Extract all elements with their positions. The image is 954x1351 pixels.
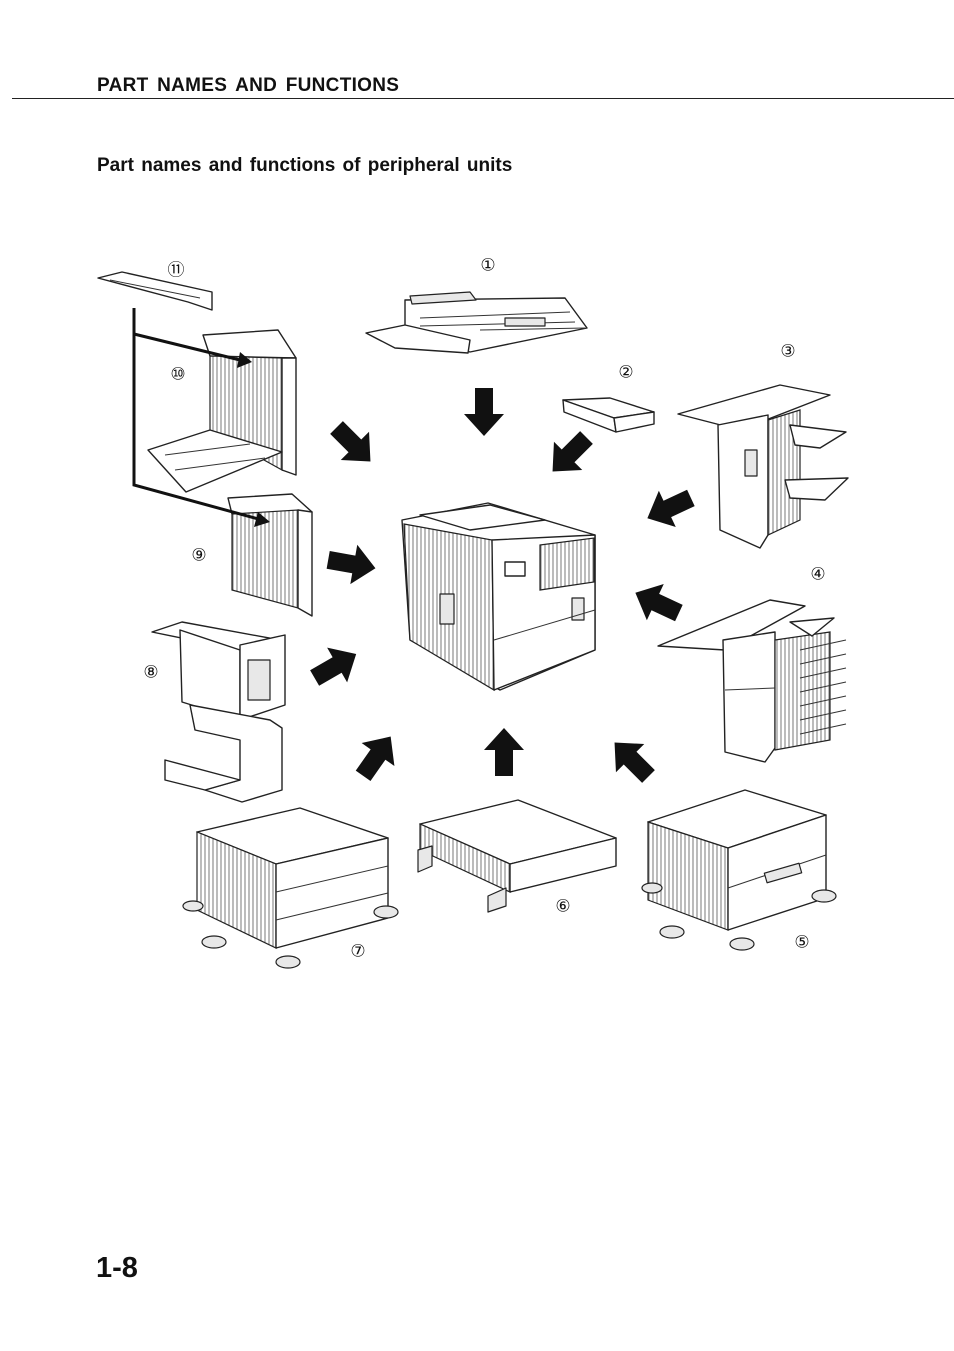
unit-document-feeder — [365, 291, 588, 354]
arrow-from-1 — [464, 388, 504, 436]
arrow-from-3 — [638, 479, 700, 537]
arrow-from-6 — [484, 728, 524, 776]
page-number: 1-8 — [96, 1252, 138, 1284]
arrow-from-5 — [600, 728, 663, 791]
arrow-from-2 — [538, 423, 601, 486]
main-unit — [401, 502, 596, 692]
unit-paper-feed — [417, 799, 617, 913]
label-unit-3: ③ — [780, 341, 796, 362]
arrow-from-8 — [304, 636, 367, 696]
label-unit-1: ① — [480, 255, 496, 276]
label-unit-8: ⑧ — [143, 662, 159, 683]
arrow-from-7 — [346, 725, 408, 788]
unit-duplex-module — [227, 493, 313, 617]
header-rule — [12, 98, 954, 99]
section-title: Part names and functions of peripheral u… — [97, 155, 513, 176]
unit-small-tray — [562, 397, 655, 433]
label-unit-11: ⑪ — [167, 260, 185, 281]
unit-large-cabinet — [641, 789, 837, 951]
unit-drawer-stand — [182, 807, 399, 969]
label-unit-4: ④ — [810, 564, 826, 585]
arrow-from-10 — [322, 413, 385, 476]
unit-exit-tray — [97, 271, 213, 311]
arrow-from-4 — [626, 574, 688, 632]
label-unit-2: ② — [618, 362, 634, 383]
page-header-title: PART NAMES AND FUNCTIONS — [97, 75, 400, 96]
connector-lines — [132, 308, 270, 527]
label-unit-5: ⑤ — [794, 932, 810, 953]
label-unit-10: ⑩ — [170, 364, 186, 385]
unit-finisher-stand — [151, 621, 286, 803]
unit-saddle-finisher — [657, 599, 847, 763]
unit-finisher — [677, 384, 849, 549]
label-unit-6: ⑥ — [555, 896, 571, 917]
label-unit-9: ⑨ — [191, 545, 207, 566]
arrow-from-9 — [324, 540, 379, 588]
label-unit-7: ⑦ — [350, 941, 366, 962]
unit-duplex-bypass — [147, 329, 297, 493]
